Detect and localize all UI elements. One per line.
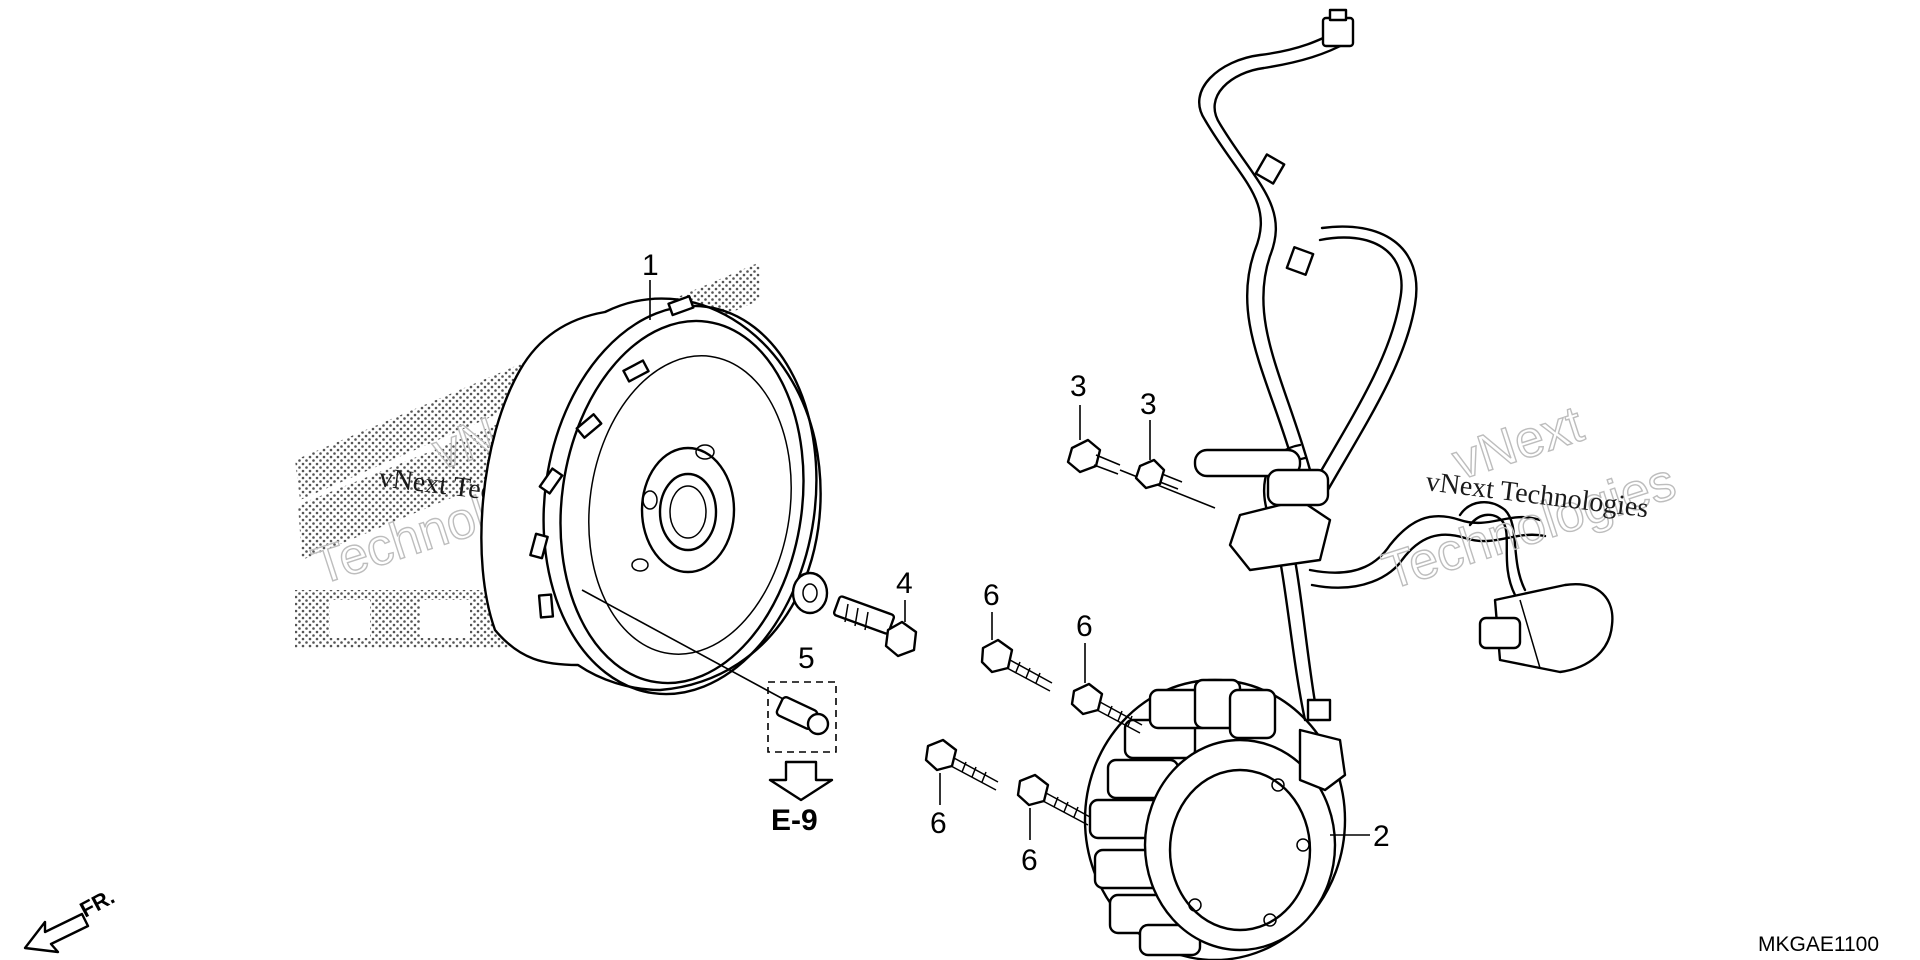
bolt-6-b [1070,682,1143,734]
callout-3-left: 3 [1070,370,1087,403]
flywheel-bolt-ref [581,589,837,753]
callout-2: 2 [1373,820,1390,853]
bolt-6-a [980,638,1053,692]
callout-5: 5 [798,642,815,675]
washer-5 [791,571,829,615]
flywheel-rotor [480,295,822,696]
callout-3-right: 3 [1140,388,1157,421]
callout-6-c: 6 [930,807,947,840]
reference-label: E-9 [771,804,818,837]
watermark-large-technologies: Technologies [1376,452,1683,601]
watermark-right: vNext Technologies vNext Technologies [1375,394,1683,602]
callout-6-d: 6 [1021,844,1038,877]
bolt-4 [832,595,918,658]
diagram-code: MKGAE1100 [1758,933,1879,956]
front-arrow-icon [23,912,90,954]
stator-coil [1083,678,1347,960]
callout-6-a: 6 [983,579,1000,612]
callout-4: 4 [896,567,913,600]
bolt-6-c [924,738,999,791]
bolt-6-d [1016,773,1091,826]
callout-6-b: 6 [1076,610,1093,643]
leader-lines [649,280,1370,840]
bolt-3-right [1134,458,1183,490]
wiring-harness [1193,8,1614,792]
reference-arrow [768,760,834,802]
front-direction-marker: FR. [23,884,119,954]
callout-1: 1 [642,249,659,282]
